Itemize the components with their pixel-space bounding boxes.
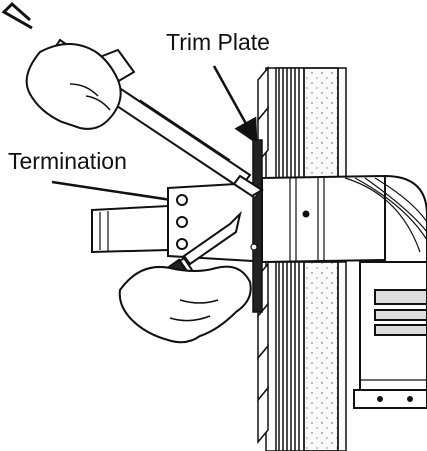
wall-upper-section (265, 67, 347, 181)
hand-holding-caulk-gun (25, 43, 122, 130)
trim-plate-label: Trim Plate (166, 29, 270, 55)
trim-plate-screw-bottom (250, 243, 258, 251)
termination-vent (91, 180, 271, 264)
trim-plate-leader-arrow (212, 65, 258, 145)
termination-label: Termination (8, 148, 127, 174)
wall-lower-section (265, 261, 347, 451)
trim-plate (252, 139, 263, 313)
appliance-base (353, 261, 427, 409)
siding-lower (257, 261, 269, 445)
vent-pipe (261, 174, 386, 264)
hand-holding-screwdriver (118, 265, 252, 344)
